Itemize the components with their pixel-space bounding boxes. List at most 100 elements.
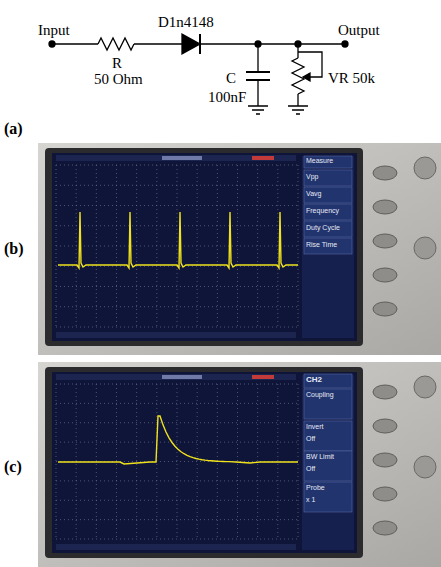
scope-knob bbox=[414, 237, 436, 259]
scope-button bbox=[373, 521, 397, 535]
scope-readout: Measure bbox=[306, 157, 333, 165]
wire bbox=[257, 80, 258, 106]
scope-bezel bbox=[45, 148, 363, 346]
panel-letter: (a) bbox=[4, 120, 23, 138]
status-bar bbox=[162, 375, 202, 379]
scope-readout: Duty Cycle bbox=[306, 224, 340, 232]
grid-line bbox=[56, 539, 298, 540]
panel-letter: (b) bbox=[4, 240, 24, 258]
wire bbox=[257, 44, 258, 72]
scope-menu: Coupling bbox=[306, 391, 334, 399]
grid-line bbox=[56, 327, 298, 328]
menu-box bbox=[304, 374, 352, 388]
status-bar bbox=[252, 156, 274, 160]
status-bar bbox=[56, 374, 296, 380]
menu-panel bbox=[302, 156, 354, 338]
menu-box bbox=[304, 389, 352, 419]
grid-line bbox=[277, 165, 278, 327]
grid-line bbox=[56, 306, 298, 307]
part-value: VR 50k bbox=[328, 70, 375, 87]
panel-letter: (c) bbox=[4, 458, 22, 476]
part-name: C bbox=[226, 70, 236, 87]
scope-readout: Vavg bbox=[306, 190, 321, 198]
scope-knob bbox=[414, 157, 436, 179]
scope-menu: Off bbox=[306, 465, 315, 473]
status-bar bbox=[56, 332, 296, 338]
menu-box bbox=[304, 156, 352, 168]
scope-button bbox=[373, 200, 397, 214]
part-name: R bbox=[112, 55, 122, 72]
menu-panel bbox=[302, 375, 354, 550]
wire bbox=[200, 43, 345, 44]
circuit-schematic bbox=[49, 34, 348, 114]
scope-screen bbox=[52, 153, 357, 341]
part-value: 100nF bbox=[208, 89, 246, 106]
scope-button bbox=[373, 302, 397, 316]
menu-box bbox=[304, 204, 352, 220]
menu-box bbox=[304, 421, 352, 451]
scope-button bbox=[373, 419, 397, 433]
signal-trace bbox=[58, 212, 298, 268]
capacitor-plate bbox=[246, 71, 270, 73]
scope-button bbox=[373, 166, 397, 180]
oscilloscope-photo bbox=[38, 362, 441, 567]
menu-box bbox=[304, 238, 352, 254]
wiper-arrow bbox=[303, 73, 310, 81]
scope-knob bbox=[414, 456, 436, 478]
scope-button bbox=[373, 453, 397, 467]
output-terminal bbox=[342, 41, 348, 47]
scope-readout: Vpp bbox=[306, 173, 318, 181]
scope-body bbox=[38, 362, 441, 567]
ground-symbol bbox=[248, 106, 268, 114]
menu-box bbox=[304, 451, 352, 481]
scope-readout: Frequency bbox=[306, 207, 339, 215]
signal-trace bbox=[58, 416, 298, 464]
grid-line bbox=[56, 422, 298, 423]
grid-line bbox=[56, 205, 298, 206]
potentiometer-symbol bbox=[292, 58, 304, 94]
part-name: D1n4148 bbox=[158, 14, 214, 31]
grid-line bbox=[56, 185, 298, 186]
scope-button bbox=[373, 487, 397, 501]
grid-line bbox=[56, 403, 298, 404]
wire bbox=[297, 44, 298, 58]
grid-line bbox=[56, 384, 298, 385]
menu-box bbox=[304, 221, 352, 237]
grid-line bbox=[56, 246, 298, 247]
grid-line bbox=[237, 165, 238, 327]
grid-line bbox=[56, 480, 298, 481]
status-bar bbox=[162, 156, 202, 160]
scope-bezel bbox=[45, 367, 363, 558]
scope-menu: Off bbox=[306, 435, 315, 443]
ground-symbol bbox=[288, 106, 308, 114]
wire bbox=[297, 94, 298, 106]
scope-screen bbox=[52, 372, 357, 553]
grid-line bbox=[56, 165, 298, 166]
scope-menu: Probe bbox=[306, 484, 325, 492]
grid-line bbox=[56, 519, 298, 520]
menu-box bbox=[304, 482, 352, 512]
status-bar bbox=[252, 375, 274, 379]
grid-line bbox=[56, 225, 298, 226]
scope-grid bbox=[56, 165, 298, 327]
oscilloscope-photo bbox=[38, 143, 441, 355]
scope-menu: Invert bbox=[306, 423, 324, 431]
scope-menu: x 1 bbox=[306, 496, 315, 504]
wire bbox=[134, 43, 182, 44]
grid-line bbox=[257, 165, 258, 327]
terminal-label: Input bbox=[38, 22, 70, 39]
status-bar bbox=[56, 155, 296, 161]
scope-body bbox=[38, 143, 441, 355]
grid-line bbox=[56, 286, 298, 287]
part-value: 50 Ohm bbox=[94, 71, 143, 88]
grid-line bbox=[56, 500, 298, 501]
diode-symbol bbox=[182, 34, 200, 54]
scope-menu: CH2 bbox=[306, 376, 322, 385]
terminal-label: Output bbox=[338, 22, 380, 39]
status-bar bbox=[56, 544, 296, 550]
scope-readout: Rise Time bbox=[306, 241, 337, 249]
scope-button bbox=[373, 385, 397, 399]
grid-line bbox=[56, 442, 298, 443]
resistor-symbol bbox=[98, 38, 134, 50]
